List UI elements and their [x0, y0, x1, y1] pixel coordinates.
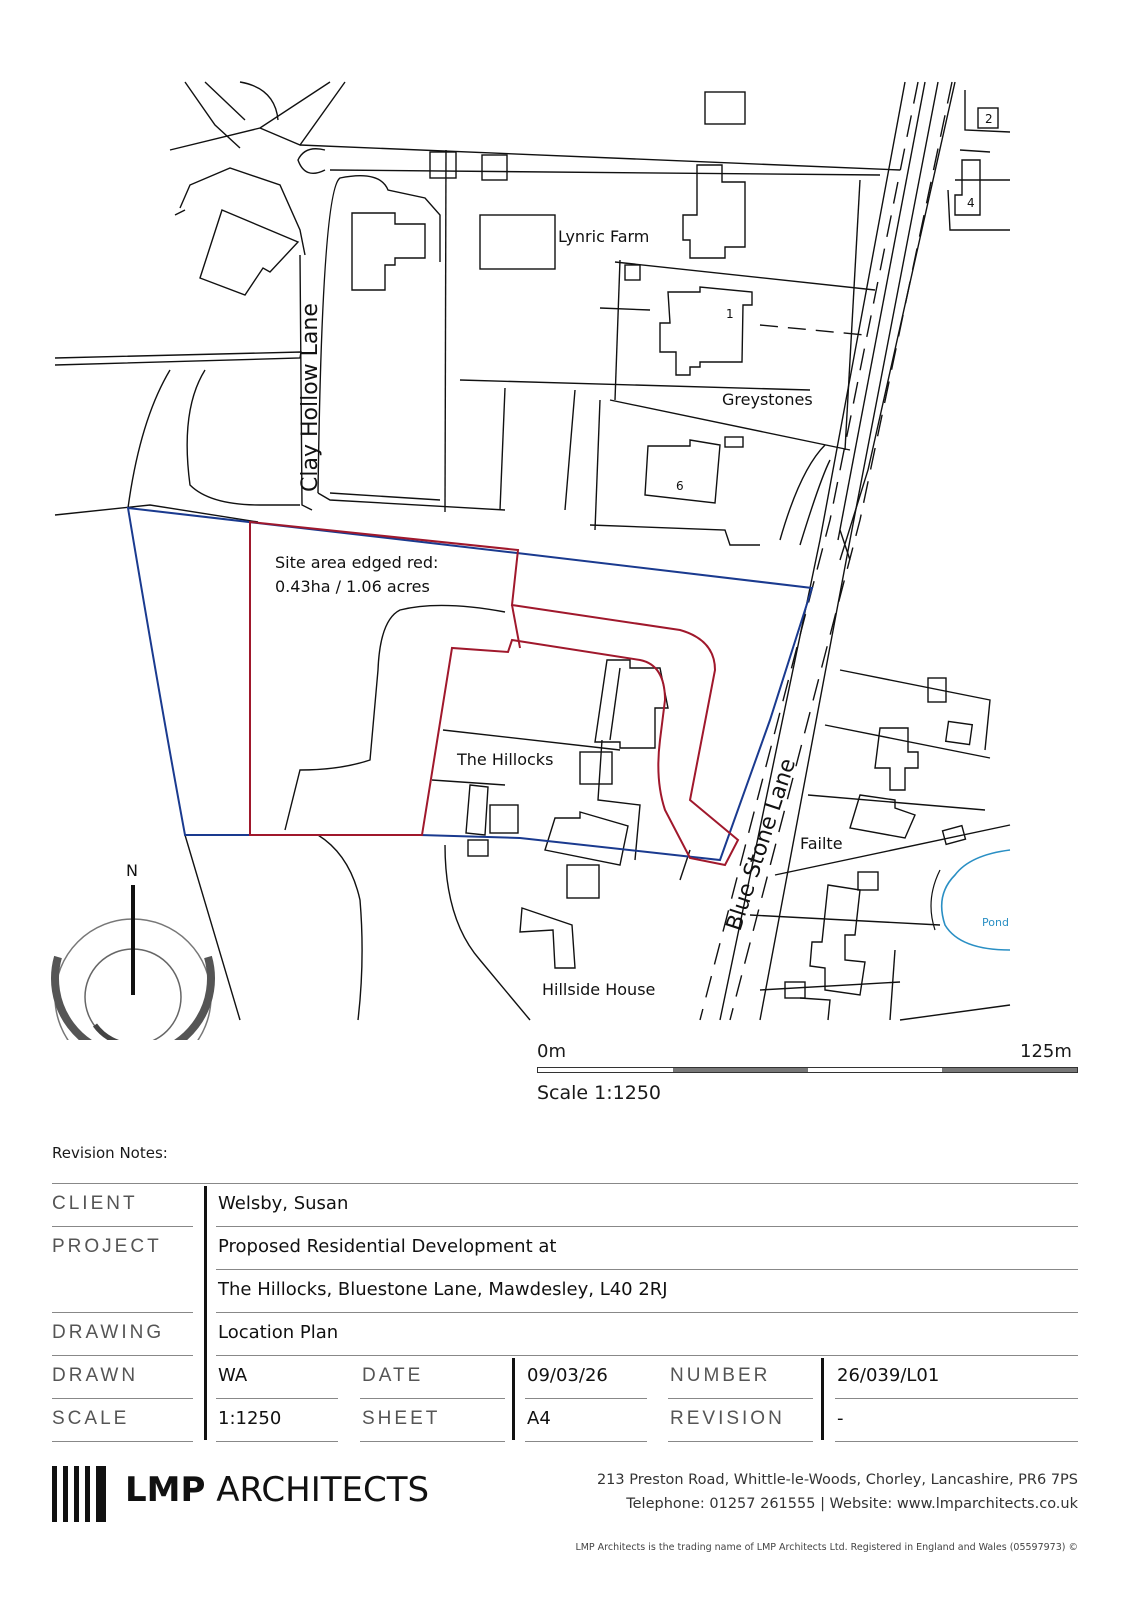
- label-hillside-house: Hillside House: [542, 980, 655, 999]
- plot-number-1: 1: [726, 307, 734, 321]
- revision-value: -: [837, 1408, 844, 1429]
- project-value-line1: Proposed Residential Development at: [218, 1236, 557, 1257]
- scale-bar: [537, 1067, 1078, 1073]
- label-greystones: Greystones: [722, 390, 813, 409]
- label-pond: Pond: [982, 916, 1009, 929]
- scale-label: SCALE: [52, 1408, 130, 1429]
- scale-text: Scale 1:1250: [537, 1082, 662, 1104]
- scale-start-label: 0m: [537, 1041, 566, 1062]
- project-value-line2: The Hillocks, Bluestone Lane, Mawdesley,…: [218, 1279, 668, 1300]
- company-contact: Telephone: 01257 261555 | Website: www.l…: [626, 1496, 1078, 1512]
- site-area-note-line2: 0.43ha / 1.06 acres: [275, 577, 430, 596]
- project-label: PROJECT: [52, 1236, 162, 1257]
- company-logo: LMP ARCHITECTS: [52, 1466, 452, 1522]
- pond-outline: [940, 849, 1011, 951]
- revision-notes-title: Revision Notes:: [52, 1144, 168, 1162]
- ownership-boundary: [126, 506, 814, 862]
- site-boundary: [249, 520, 740, 867]
- label-the-hillocks: The Hillocks: [456, 750, 553, 769]
- plot-number-6: 6: [676, 479, 684, 493]
- plot-number-2: 2: [985, 112, 993, 126]
- scale-end-label: 125m: [1020, 1041, 1072, 1062]
- number-value: 26/039/L01: [837, 1365, 940, 1386]
- sheet-value: A4: [527, 1408, 551, 1429]
- number-label: NUMBER: [670, 1365, 771, 1386]
- location-map: Lynric Farm Greystones The Hillocks Fail…: [51, 81, 1011, 1040]
- logo-wordmark: LMP ARCHITECTS: [125, 1470, 430, 1510]
- road-label-clay-hollow-lane: Clay Hollow Lane: [298, 303, 323, 492]
- client-label: CLIENT: [52, 1193, 138, 1214]
- scale-value: 1:1250: [218, 1408, 282, 1429]
- drawn-label: DRAWN: [52, 1365, 139, 1386]
- revision-label: REVISION: [670, 1408, 785, 1429]
- company-legal-notice: LMP Architects is the trading name of LM…: [575, 1542, 1078, 1553]
- date-label: DATE: [362, 1365, 424, 1386]
- logo-bars-icon: [52, 1466, 106, 1522]
- north-label: N: [126, 861, 138, 880]
- company-address: 213 Preston Road, Whittle-le-Woods, Chor…: [596, 1472, 1078, 1488]
- date-value: 09/03/26: [527, 1365, 608, 1386]
- plot-number-4: 4: [967, 196, 975, 210]
- site-area-note-line1: Site area edged red:: [275, 553, 438, 572]
- drawing-label: DRAWING: [52, 1322, 165, 1343]
- north-arrow: N: [51, 861, 215, 1040]
- sheet-label: SHEET: [362, 1408, 441, 1429]
- client-value: Welsby, Susan: [218, 1193, 349, 1214]
- drawn-value: WA: [218, 1365, 248, 1386]
- drawing-value: Location Plan: [218, 1322, 339, 1343]
- label-failte: Failte: [800, 834, 843, 853]
- map-linework: [54, 81, 1011, 1021]
- label-lynric-farm: Lynric Farm: [558, 227, 649, 246]
